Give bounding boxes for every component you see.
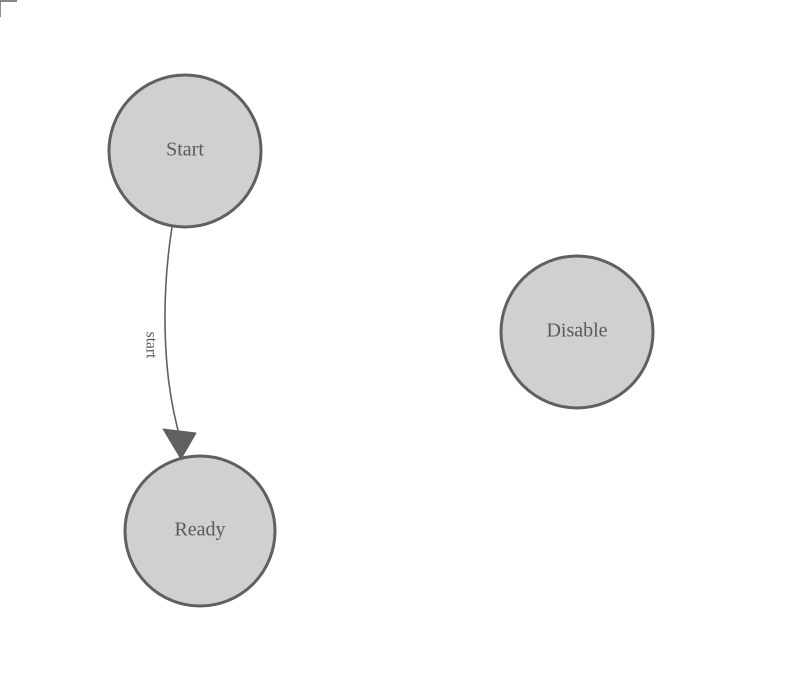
node-disable-label: Disable	[546, 320, 607, 342]
node-ready-circle[interactable]	[123, 454, 277, 608]
node-start-circle[interactable]	[107, 73, 263, 229]
node-start[interactable]: Start	[107, 73, 263, 229]
node-ready[interactable]: Ready	[123, 454, 277, 608]
node-disable[interactable]: Disable	[499, 254, 655, 410]
edge-path	[164, 226, 182, 442]
edge-label-start: start	[142, 332, 159, 359]
edge-start-to-ready[interactable]: start	[142, 226, 197, 460]
selection-corner-bracket-icon	[0, 0, 17, 17]
node-disable-circle[interactable]	[499, 254, 655, 410]
node-ready-label: Ready	[174, 519, 225, 541]
node-start-label: Start	[166, 139, 204, 161]
edge-arrowhead-icon	[162, 428, 197, 460]
